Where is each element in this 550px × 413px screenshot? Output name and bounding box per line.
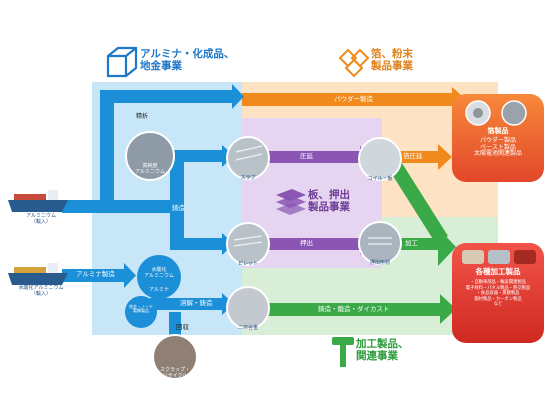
foil-products-photo-icon [465,100,527,126]
scrap-node [152,334,198,380]
alumina-caption: アルミナ [149,287,169,293]
melting-casting-label: 溶解・鋳造 [180,299,213,307]
blue-slab-arrow [170,150,224,162]
green-processing-arrowhead [438,228,456,266]
cargo-ship-icon-2 [8,263,68,285]
rolling-arrow [262,151,362,163]
section-title-processed: 加工製品、 関連事業 [356,338,409,363]
processed-products-box [452,243,544,343]
foil-products-title: 箔製品 [487,127,509,135]
powder-production-label: パウダー製造 [334,95,373,103]
coil-node [358,137,402,181]
processed-products-title: 各種加工製品 [475,267,521,276]
hammer-icon [332,337,354,367]
blue-refine-arrow [100,200,176,213]
extruded-node [358,221,402,265]
processed-products-list: ・自動車部品・輸送関連製品 電子材料・パネル製品・熱交製品 ・食品容器・景観製品… [465,280,531,308]
blue-trunk-left [100,90,114,213]
high-purity-node [125,131,175,181]
ingot-alloy-node [125,296,157,328]
refining-label: 精析 [136,113,149,120]
hydroxide-node [137,255,181,299]
foil-rolling-label: 箔圧延 [403,152,423,160]
casting-label: 鋳造 [172,204,185,212]
blue-melt-arrow [150,298,224,310]
blue-top-arrow [100,90,232,103]
foil-rolling-arrowhead [438,144,452,170]
hydroxide-input-arrow [62,269,126,282]
cube-icon [106,46,138,78]
hydroxide-import-label: 水酸化アルミニウム （輸入） [18,285,64,297]
processed-products-photo-icon [462,250,536,264]
layers-icon [276,189,306,215]
green-extruded-arrow [394,238,440,250]
ingot-import-label: アルミニウム （輸入） [26,213,56,225]
ingot-input-arrow [62,200,102,213]
cargo-ship-icon [8,190,68,212]
blue-billet-arrow [170,238,224,250]
section-title-alumina: アルミナ・化成品、 地金事業 [140,48,235,73]
section-title-sheet: 板、押出 製品事業 [308,189,350,214]
secondary-alloy-node [226,286,270,330]
extrusion-arrow [262,238,362,250]
rolling-label: 圧延 [300,152,313,160]
foil-rolling-arrow [394,151,440,163]
green-bottom-arrowhead [440,294,456,324]
slab-node [226,136,270,180]
green-bottom-arrow [262,303,442,316]
foil-products-list: パウダー製品 ペースト製品 太陽電池関連製品 [473,137,522,158]
coil-caption: コイル・板 [367,176,393,182]
slab-caption: スラブ [240,175,256,181]
extruded-caption: 押出形材 [369,260,390,266]
recovery-label: 回収 [176,323,189,331]
hydroxide-caption: 水酸化 アルミニウム [144,267,174,279]
ingot-alloy-caption: 地金・ノード 製錬製品 [129,304,153,314]
scrap-caption: スクラップ・ リサイクル [159,367,190,379]
blue-trunk-right [170,150,184,250]
powder-arrow-body [242,93,452,106]
secondary-alloy-caption: 二次合金 [237,325,258,331]
processing-label: 加工 [405,239,418,247]
section-title-powder: 箔、粉末 製品事業 [371,48,413,73]
alumina-production-label: アルミナ製造 [76,270,115,278]
extruded-texture [368,237,392,245]
recovery-arrow-v [169,312,181,340]
extrusion-label: 押出 [300,239,313,247]
blue-top-arrowhead [232,84,244,109]
cast-forge-diecast-label: 鋳造・鍛造・ダイカスト [318,305,390,313]
high-purity-caption: 高純度 アルミニウム [135,163,165,175]
green-diag-arrow [388,160,448,244]
slab-texture [235,145,263,161]
powder-icon [338,48,370,78]
billet-texture [233,235,263,247]
billet-caption: ビレット [237,261,258,267]
hydroxide-input-arrowhead [124,263,136,288]
